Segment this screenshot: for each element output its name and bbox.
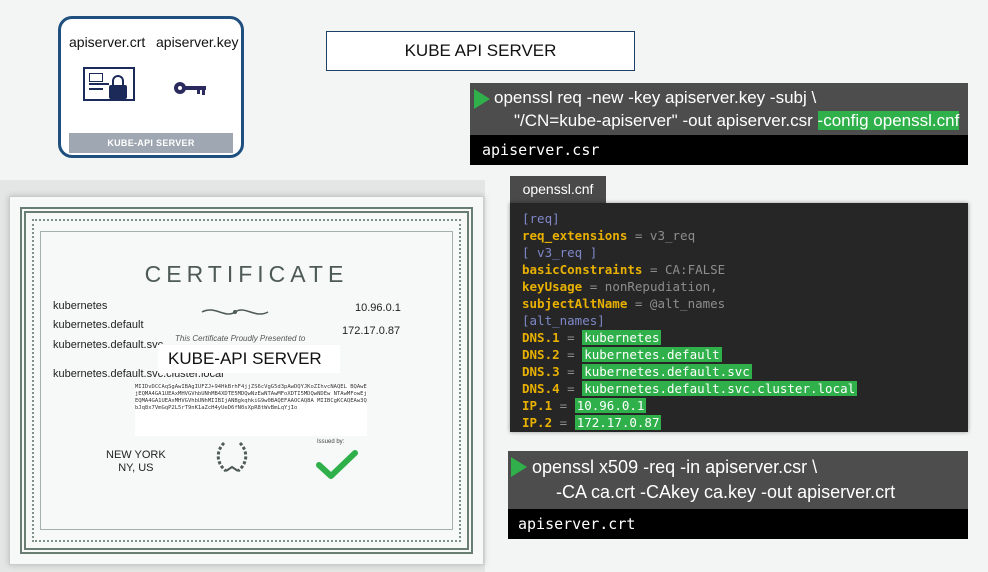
crt-command-line2: -CA ca.crt -CAkey ca.key -out apiserver.… (556, 482, 896, 502)
code-line: DNS.4 = kubernetes.default.svc.cluster.l… (522, 381, 858, 396)
flourish-ornament (201, 309, 269, 315)
certificate-border (20, 207, 473, 554)
san-ip: 10.96.0.1 (355, 302, 401, 314)
certificate-heading: CERTIFICATE (144, 261, 349, 287)
cnf-code-block: [req] req_extensions = v3_req [ v3_req ]… (510, 203, 968, 432)
code-line: IP.2 = 172.17.0.87 (522, 415, 662, 430)
key-file-label: apiserver.key (156, 34, 239, 50)
crt-command-line1: openssl x509 -req -in apiserver.csr \ (532, 457, 818, 477)
code-line: [req] (522, 211, 560, 226)
code-line: [ v3_req ] (522, 245, 598, 260)
crt-output-text: apiserver.crt (518, 515, 636, 533)
certificate-document: CERTIFICATE kubernetes kubernetes.defaul… (9, 196, 484, 565)
subject-name-box: KUBE-API SERVER (158, 345, 340, 373)
certificate-key-text: MIIDvDCCAqSgAwIBAgIUFZJ+94HkBrhF4jjZS6cV… (135, 384, 367, 436)
laurel-seal-icon (216, 441, 248, 473)
certificate-border-rule (40, 231, 453, 530)
code-line: DNS.2 = kubernetes.default (522, 347, 722, 362)
crt-file-label: apiserver.crt (69, 34, 146, 50)
key-icon (174, 82, 206, 95)
csr-output-box: apiserver.csr (470, 135, 968, 165)
san-ip: 172.17.0.87 (342, 325, 401, 337)
san-name: kubernetes.default (53, 319, 144, 331)
presented-to-text: This Certificate Proudly Presented to (175, 334, 306, 343)
san-name: kubernetes.default.svc (53, 339, 164, 351)
code-line: DNS.3 = kubernetes.default.svc (522, 364, 752, 379)
location-text: NEW YORK NY, US (106, 449, 166, 474)
page-title: KUBE API SERVER (326, 31, 635, 71)
csr-command-box: openssl req -new -key apiserver.key -sub… (470, 83, 968, 135)
code-line: basicConstraints = CA:FALSE (522, 262, 726, 277)
component-name-bar: KUBE-API SERVER (69, 133, 233, 153)
code-line: req_extensions = v3_req (522, 228, 696, 243)
code-line: [alt_names] (522, 313, 605, 328)
kube-apiserver-component: apiserver.crt apiserver.key KUBE-API SER… (58, 16, 244, 158)
subject-name: KUBE-API SERVER (168, 349, 322, 368)
code-line: DNS.1 = kubernetes (522, 330, 662, 345)
play-icon (511, 457, 527, 477)
lock-icon (109, 75, 127, 99)
crt-output-box: apiserver.crt (508, 509, 968, 539)
play-icon (474, 89, 490, 109)
csr-output-text: apiserver.csr (482, 141, 600, 159)
issued-by-label: Issued by: (317, 439, 345, 445)
crt-command-box: openssl x509 -req -in apiserver.csr \ -C… (508, 451, 968, 509)
csr-command-line1: openssl req -new -key apiserver.key -sub… (494, 88, 817, 107)
certificate-border-inner (32, 219, 461, 542)
code-line: IP.1 = 10.96.0.1 (522, 398, 647, 413)
code-line: keyUsage = nonRepudiation, (522, 279, 718, 294)
csr-command-line2: "/CN=kube-apiserver" -out apiserver.csr … (514, 111, 960, 130)
config-option-highlight: -config openssl.cnf (817, 111, 960, 130)
cnf-file-tab: openssl.cnf (510, 176, 606, 203)
code-line: subjectAltName = @alt_names (522, 296, 726, 311)
san-name: kubernetes (53, 300, 108, 312)
checkmark-icon (316, 450, 358, 479)
